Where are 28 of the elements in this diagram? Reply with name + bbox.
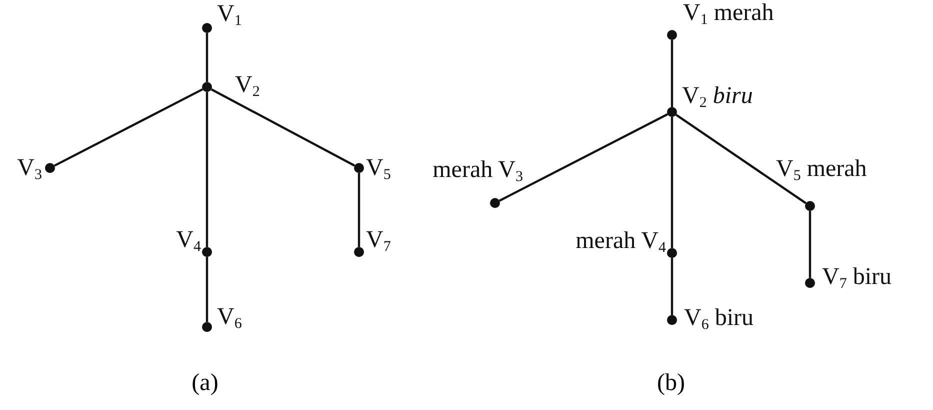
vertex-label: merah V$_{4}$ — [576, 229, 666, 253]
panel-caption: (b) — [657, 370, 685, 397]
vertex-label: V$_{6}$ — [217, 305, 242, 329]
vertex-label: V$_{2}$ — [235, 73, 260, 97]
edge-line — [670, 258, 674, 315]
edge-line — [206, 257, 208, 322]
edge-line — [498, 113, 668, 202]
vertex-label: V$_{5}$ — [366, 156, 391, 180]
vertex-label: V$_{7}$ biru — [822, 265, 892, 289]
vertex-label: V$_{5}$ merah — [776, 157, 867, 181]
edge-line — [54, 88, 204, 167]
vertex-label: V$_{3}$ — [17, 156, 42, 180]
vertex-label: V$_{2}$ biru — [682, 84, 753, 108]
edge-line — [670, 117, 674, 248]
vertex-label: V$_{1}$ — [217, 2, 242, 26]
edge-line — [206, 33, 208, 82]
panel-caption: (a) — [192, 370, 218, 397]
edge-line — [808, 211, 812, 278]
edge-line — [676, 114, 806, 204]
vertex-label: V$_{6}$ biru — [684, 306, 754, 330]
vertex-label: V$_{7}$ — [366, 228, 391, 252]
edge-line — [210, 88, 356, 167]
edge-line — [358, 173, 360, 247]
vertex-label: merah V$_{3}$ — [432, 158, 523, 182]
vertex-label: V$_{4}$ — [176, 228, 201, 252]
edge-line — [670, 40, 674, 107]
edge-line — [206, 92, 208, 247]
vertex-label: V$_{1}$ merah — [683, 1, 774, 25]
